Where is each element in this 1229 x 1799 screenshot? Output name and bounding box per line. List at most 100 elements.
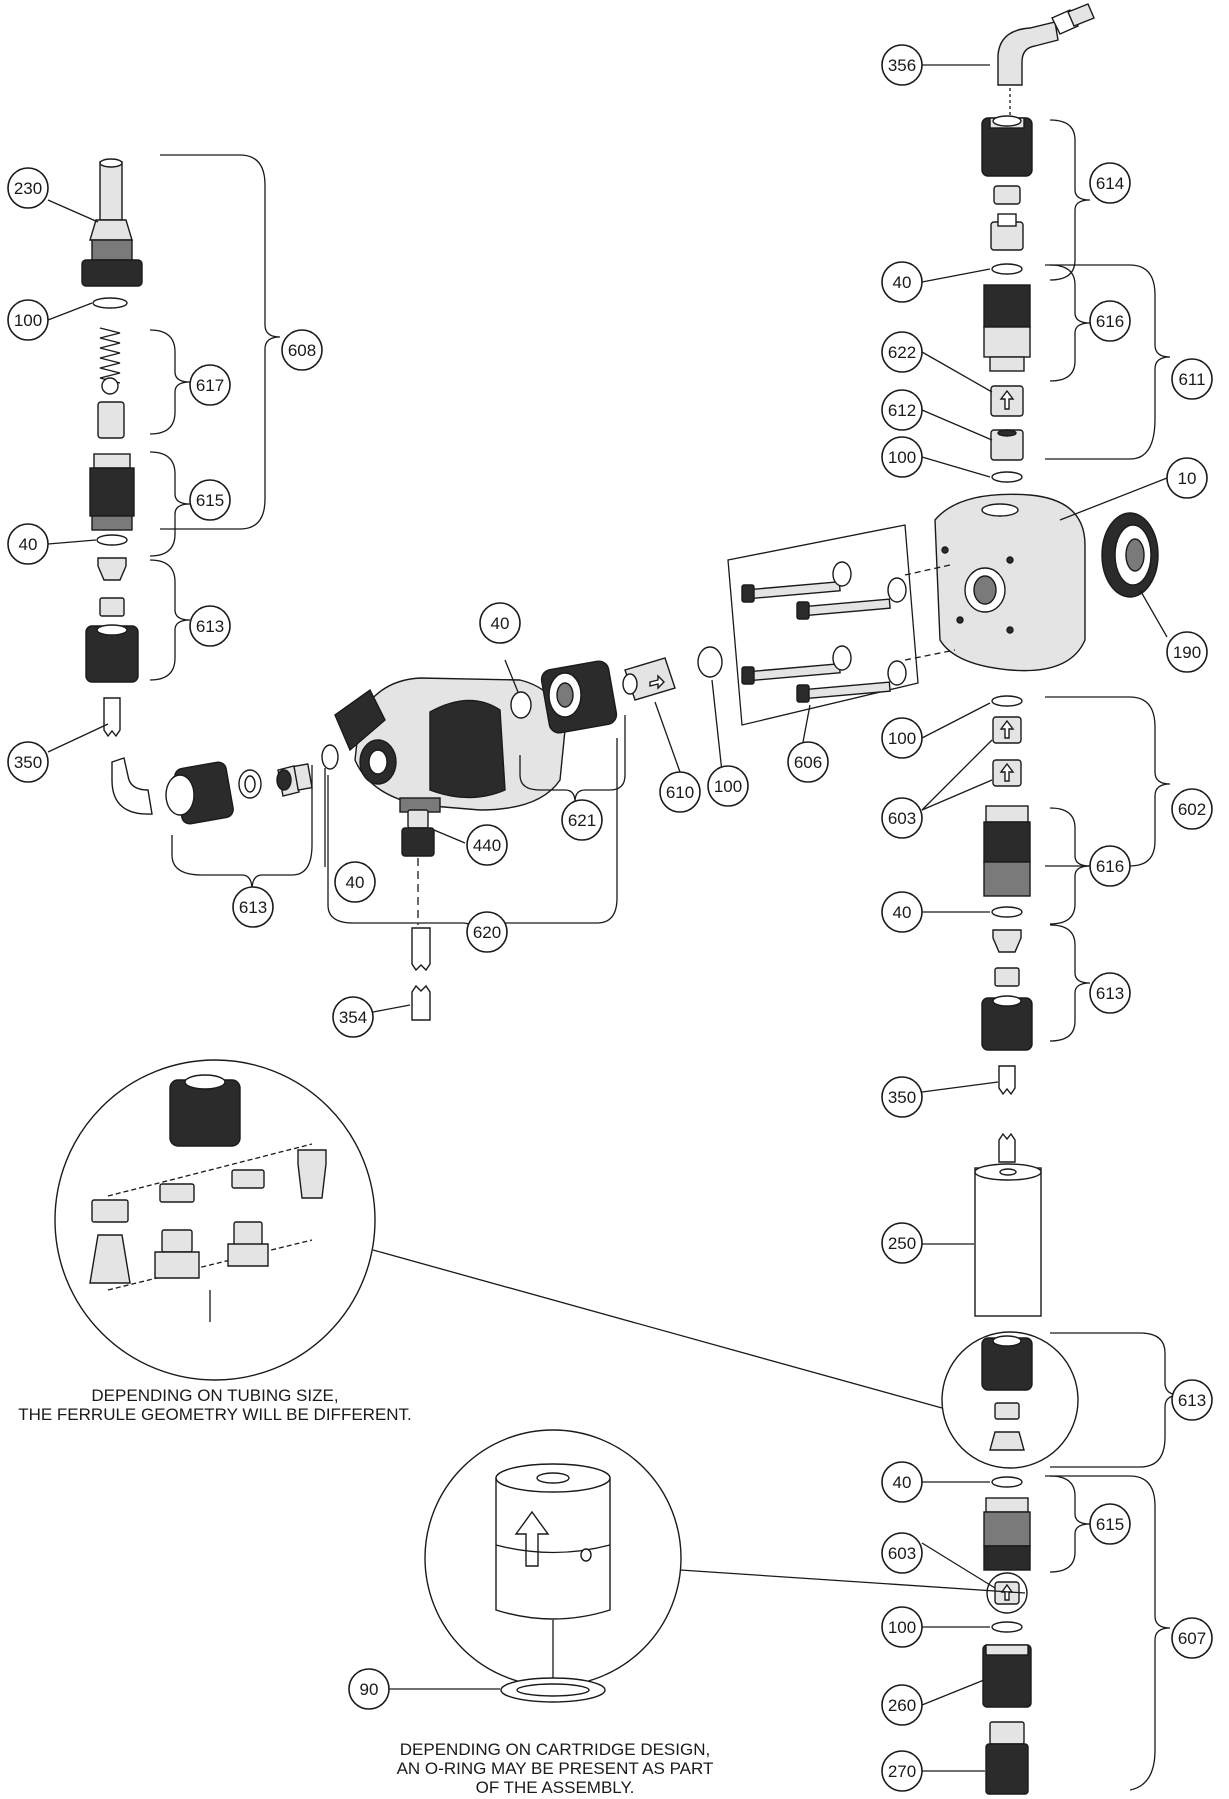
adapter-615-left [89, 453, 135, 531]
callout-250: 250 [881, 1222, 923, 1264]
callout-611: 611 [1171, 358, 1213, 400]
svg-text:610: 610 [666, 783, 694, 802]
fastener-set-606 [727, 524, 919, 726]
callout-622: 622 [881, 331, 923, 373]
callout-613: 613 [232, 886, 274, 928]
brace-613-mid [1049, 924, 1091, 1042]
svg-text:615: 615 [196, 491, 224, 510]
o-ring-100e [991, 1621, 1023, 1633]
injector-230 [81, 158, 143, 287]
svg-text:612: 612 [888, 401, 916, 420]
svg-text:607: 607 [1178, 1629, 1206, 1648]
callout-602: 602 [1171, 788, 1213, 830]
callout-608: 608 [281, 329, 323, 371]
adapter-616-top [983, 284, 1031, 372]
o-ring-40-d [321, 744, 339, 770]
callout-613: 613 [1089, 972, 1131, 1014]
svg-text:40: 40 [893, 1473, 912, 1492]
svg-text:10: 10 [1178, 469, 1197, 488]
o-ring-100-left [92, 297, 128, 309]
callout-440: 440 [466, 824, 508, 866]
callout-270: 270 [881, 1750, 923, 1792]
svg-text:614: 614 [1096, 174, 1124, 193]
callout-356: 356 [881, 44, 923, 86]
cartridge-note-line-3: OF THE ASSEMBLY. [475, 1778, 635, 1797]
adapter-615-bottom [983, 1497, 1031, 1571]
pump-head-10 [934, 493, 1086, 672]
svg-text:270: 270 [888, 1762, 916, 1781]
svg-text:621: 621 [568, 811, 596, 830]
callout-616: 616 [1089, 300, 1131, 342]
brace-615-bottom [1049, 1475, 1091, 1573]
o-ring-40f [991, 1476, 1023, 1488]
callout-617: 617 [189, 364, 231, 406]
callout-612: 612 [881, 389, 923, 431]
svg-text:620: 620 [473, 923, 501, 942]
callout-613: 613 [189, 605, 231, 647]
svg-text:603: 603 [888, 809, 916, 828]
tube-350-right [998, 1065, 1016, 1163]
svg-text:350: 350 [888, 1088, 916, 1107]
o-ring-40 [991, 263, 1023, 275]
svg-text:616: 616 [1096, 857, 1124, 876]
o-ring-100 [991, 471, 1023, 483]
cartridge-detail [495, 1463, 611, 1703]
ferrule-variants [89, 1074, 327, 1322]
brace-608 [160, 154, 281, 530]
svg-text:350: 350 [14, 753, 42, 772]
brace-614 [1049, 119, 1091, 281]
fitting-613-left [85, 557, 139, 683]
callout-607: 607 [1171, 1617, 1213, 1659]
svg-text:250: 250 [888, 1234, 916, 1253]
callout-610: 610 [659, 771, 701, 813]
brace-613-bottom [1050, 1332, 1181, 1468]
svg-text:100: 100 [888, 448, 916, 467]
ferrule-zoom-circle-right [941, 1331, 1079, 1469]
callout-613: 613 [1171, 1379, 1213, 1421]
svg-text:230: 230 [14, 179, 42, 198]
callout-40: 40 [881, 261, 923, 303]
brace-617 [149, 329, 191, 435]
svg-text:613: 613 [1096, 984, 1124, 1003]
svg-text:40: 40 [893, 273, 912, 292]
tube-354 [411, 927, 431, 1021]
svg-text:40: 40 [346, 873, 365, 892]
callout-350: 350 [881, 1076, 923, 1118]
callout-100: 100 [881, 436, 923, 478]
svg-text:40: 40 [491, 614, 510, 633]
callout-615: 615 [1089, 1503, 1131, 1545]
callout-615: 615 [189, 479, 231, 521]
svg-text:603: 603 [888, 1544, 916, 1563]
svg-text:100: 100 [888, 729, 916, 748]
o-ring-40-c [510, 691, 532, 719]
svg-text:613: 613 [239, 898, 267, 917]
callout-100: 100 [881, 717, 923, 759]
nut-260 [982, 1644, 1032, 1708]
check-cartridges-603 [992, 716, 1022, 787]
elbow-tube-356 [997, 3, 1095, 86]
callout-10: 10 [1166, 457, 1208, 499]
cartridge-note-line-2: AN O-RING MAY BE PRESENT AS PART [396, 1759, 714, 1778]
svg-text:100: 100 [14, 311, 42, 330]
svg-text:608: 608 [288, 341, 316, 360]
callout-603: 603 [881, 797, 923, 839]
filter-250 [974, 1163, 1042, 1317]
svg-text:611: 611 [1178, 370, 1205, 389]
check-cartridge-622 [990, 385, 1024, 417]
callout-100: 100 [7, 299, 49, 341]
svg-text:90: 90 [360, 1680, 379, 1699]
callout-621: 621 [561, 799, 603, 841]
ferrule-note-line-2: THE FERRULE GEOMETRY WILL BE DIFFERENT. [18, 1405, 412, 1424]
callout-40: 40 [881, 891, 923, 933]
callout-100: 100 [707, 765, 749, 807]
tube-350-left [103, 697, 121, 738]
callout-616: 616 [1089, 845, 1131, 887]
brace-611 [1045, 264, 1171, 460]
svg-text:613: 613 [1178, 1391, 1206, 1410]
adapter-616-bottom [983, 805, 1031, 897]
svg-text:440: 440 [473, 836, 501, 855]
o-ring-40-left [96, 534, 128, 546]
spring-ball-617 [97, 327, 125, 439]
callout-603: 603 [881, 1532, 923, 1574]
